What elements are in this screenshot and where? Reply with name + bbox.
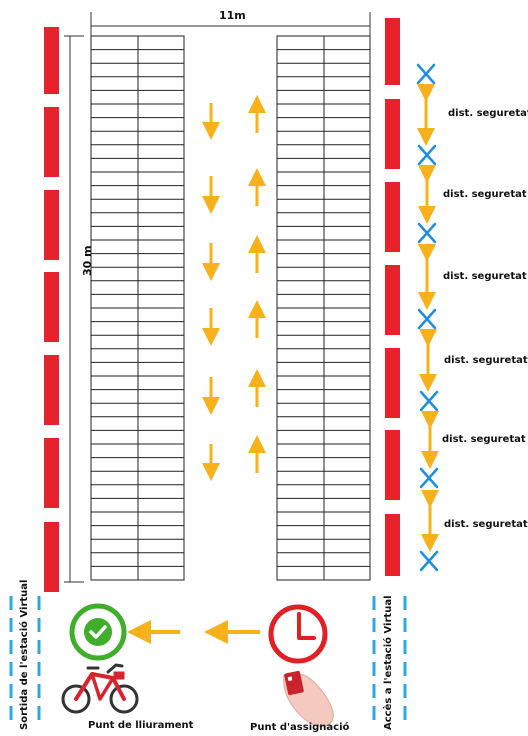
safety-distance-label: dist. seguretat	[443, 271, 527, 282]
right-bike-rack	[276, 35, 371, 581]
x-marker-icon	[417, 308, 437, 330]
safety-distance-label: dist. seguretat	[448, 108, 528, 119]
width-dimension	[90, 12, 371, 36]
check-circle-icon	[69, 603, 127, 661]
aisle-flow-arrows	[202, 95, 266, 481]
safety-distance-label: dist. seguretat	[442, 434, 526, 445]
safety-distance-label: dist. seguretat	[444, 355, 528, 366]
safety-distance-arrows	[417, 84, 439, 552]
width-label: 11m	[219, 9, 246, 22]
safety-distance-label: dist. seguretat	[444, 519, 528, 530]
x-marker-icon	[417, 222, 437, 244]
station-boundaries	[9, 596, 407, 728]
clock-icon	[268, 604, 328, 664]
x-marker-icon	[419, 467, 439, 489]
length-label: 30 m	[81, 245, 94, 276]
bicycle-icon	[61, 663, 139, 714]
left-barrier	[44, 27, 59, 592]
delivery-point-label: Punt de lliurament	[88, 720, 194, 731]
length-dimension	[64, 35, 84, 583]
hand-card-icon	[283, 670, 334, 727]
assignment-point-label: Punt d'assignació	[250, 722, 350, 733]
x-marker-icon	[419, 390, 439, 412]
exit-label: Sortida de l'estació Virtual	[19, 579, 30, 730]
left-bike-rack	[90, 35, 185, 581]
queue-markers	[416, 63, 439, 572]
right-barrier	[385, 18, 400, 576]
x-marker-icon	[419, 550, 439, 572]
safety-distance-label: dist. seguretat	[443, 189, 527, 200]
x-marker-icon	[416, 63, 436, 85]
access-label: Accès a l'estació Virtual	[383, 595, 394, 731]
x-marker-icon	[417, 144, 437, 166]
